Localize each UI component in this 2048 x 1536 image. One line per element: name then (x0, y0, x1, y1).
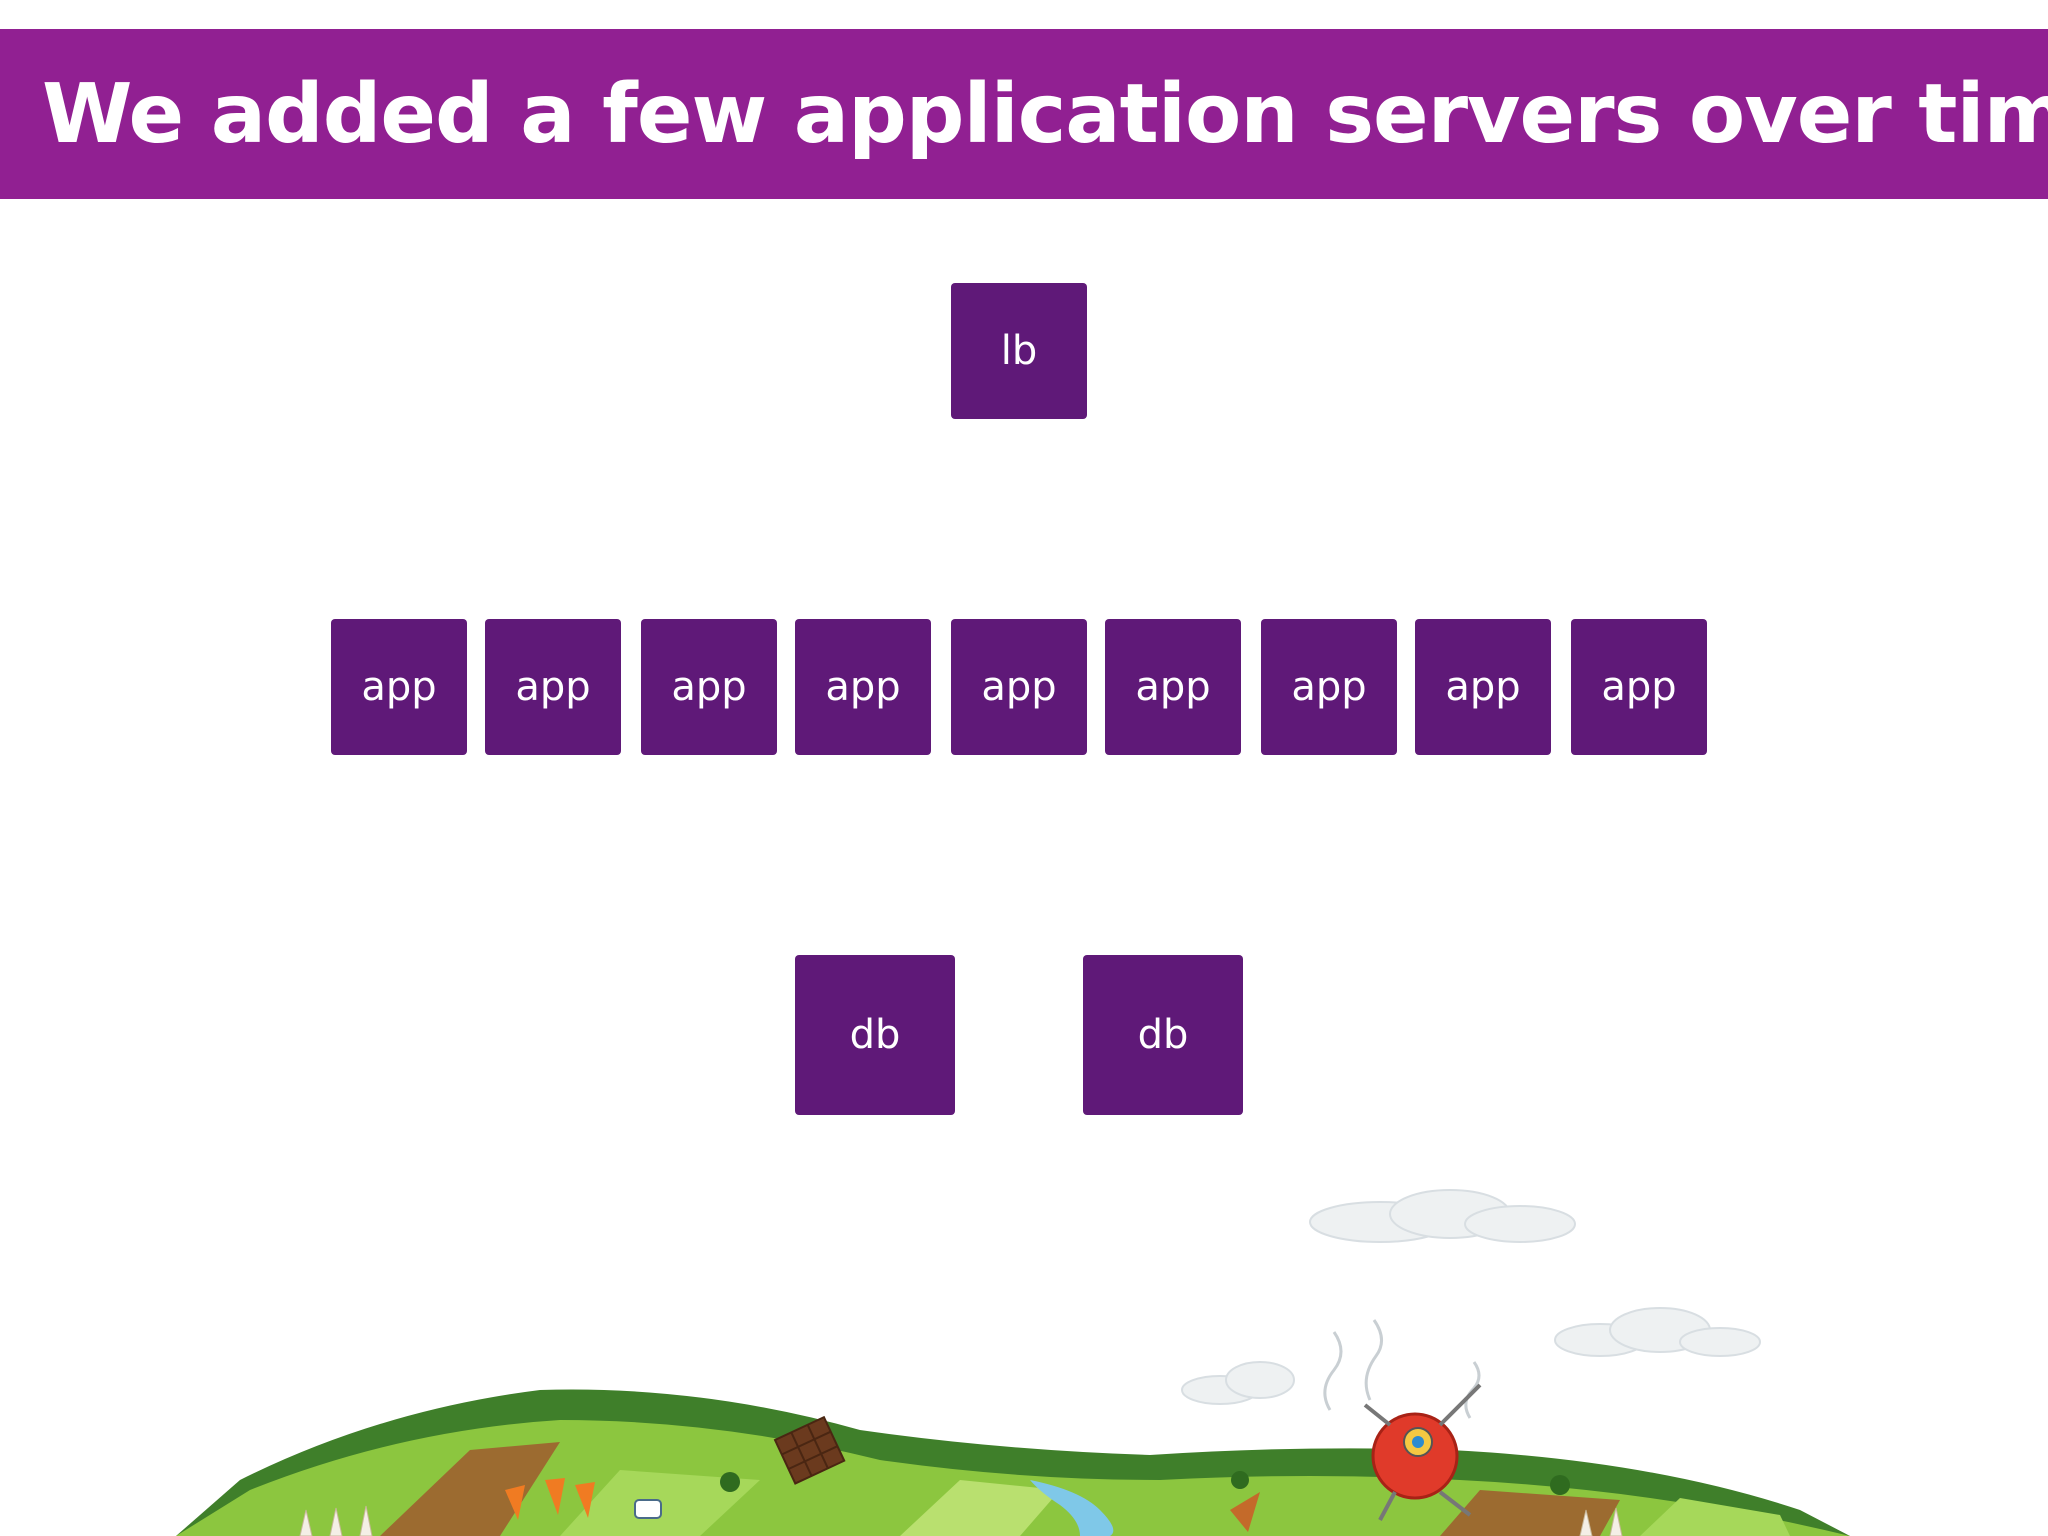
app-server-node: app (641, 619, 777, 755)
node-label: app (825, 664, 901, 710)
load-balancer-node: lb (951, 283, 1087, 419)
node-label: db (1137, 1012, 1189, 1058)
app-server-node: app (1571, 619, 1707, 755)
app-server-node: app (1261, 619, 1397, 755)
landscape-illustration-icon (176, 1189, 1850, 1536)
app-server-node: app (1105, 619, 1241, 755)
node-label: app (1445, 664, 1521, 710)
node-label: db (849, 1012, 901, 1058)
app-server-row: app app app app app app app app app (331, 619, 1707, 755)
slide-title: We added a few application servers over … (42, 66, 2048, 162)
node-label: app (981, 664, 1057, 710)
node-label: lb (1000, 328, 1038, 374)
node-label: app (361, 664, 437, 710)
title-bar: We added a few application servers over … (0, 29, 2048, 199)
app-server-node: app (1415, 619, 1551, 755)
node-label: app (515, 664, 591, 710)
node-label: app (1135, 664, 1211, 710)
node-label: app (1601, 664, 1677, 710)
node-label: app (671, 664, 747, 710)
app-server-node: app (951, 619, 1087, 755)
app-server-node: app (795, 619, 931, 755)
node-label: app (1291, 664, 1367, 710)
database-node: db (795, 955, 955, 1115)
database-node: db (1083, 955, 1243, 1115)
app-server-node: app (331, 619, 467, 755)
app-server-node: app (485, 619, 621, 755)
